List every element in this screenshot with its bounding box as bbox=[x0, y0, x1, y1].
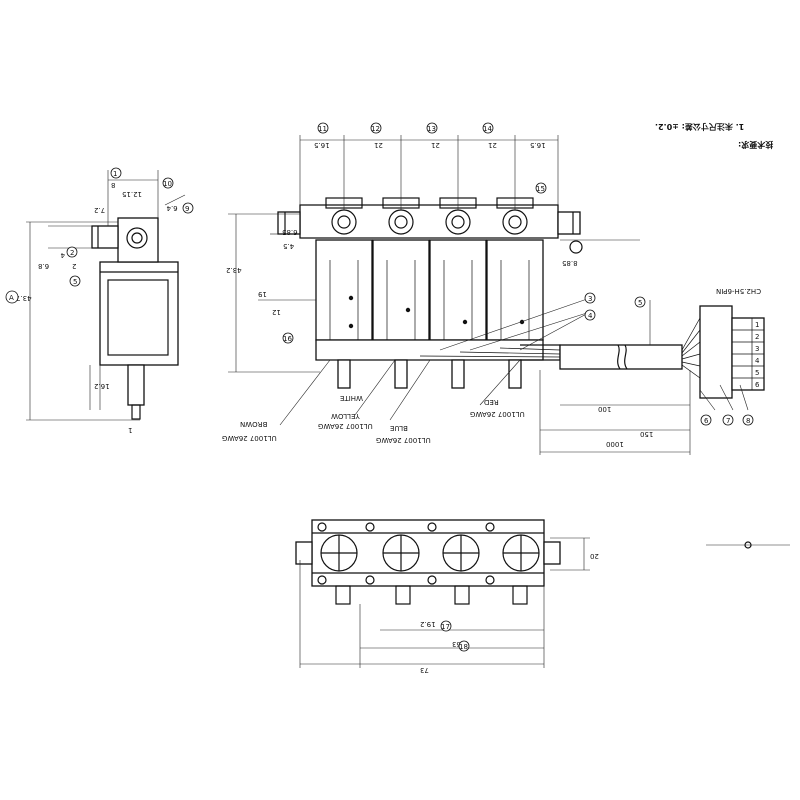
side-dim-4: 4 bbox=[60, 251, 65, 259]
side-dim-3: 6.4 bbox=[166, 204, 178, 212]
front-dim-6: 6.85 bbox=[282, 228, 298, 236]
side-dim-2: 7.2 bbox=[94, 206, 105, 214]
note-title: 技术要求: bbox=[738, 140, 773, 150]
side-coil-body bbox=[99, 261, 179, 366]
front-balloon-16: 16 bbox=[283, 335, 292, 343]
front-balloon-12: 12 bbox=[371, 125, 380, 133]
side-valve-head bbox=[117, 217, 159, 263]
centerline-mark bbox=[706, 541, 790, 549]
front-balloon-14: 14 bbox=[483, 125, 492, 133]
front-view: 1 2 3 4 5 6 CH2.5H-6PIN 16.5 21 21 21 16… bbox=[222, 122, 765, 455]
front-balloon-4: 4 bbox=[588, 312, 593, 320]
pin-label-4: 4 bbox=[755, 357, 760, 365]
front-dim-9: 12 bbox=[272, 308, 281, 316]
wire-color-blue: BLUE bbox=[390, 424, 408, 432]
front-dim-10: 8.85 bbox=[562, 259, 578, 267]
connector-housing bbox=[699, 305, 733, 399]
side-balloon-a: A bbox=[9, 294, 14, 302]
side-dim-9: 1 bbox=[128, 426, 132, 434]
side-dim-6: 6.8 bbox=[38, 262, 49, 270]
side-dim-8: 16.2 bbox=[94, 382, 110, 390]
front-dim-3: 21 bbox=[488, 141, 497, 149]
front-dim-8: 19 bbox=[258, 290, 267, 298]
side-balloon-2: 2 bbox=[70, 249, 74, 257]
wire-color-red: RED bbox=[484, 398, 499, 406]
bottom-dim-3: 20 bbox=[590, 552, 599, 560]
bottom-view: 19.2 63 73 20 17 18 bbox=[295, 519, 599, 674]
front-balloon-15: 15 bbox=[536, 185, 545, 193]
coil-4 bbox=[486, 239, 544, 341]
wire-fanout bbox=[681, 317, 701, 379]
bottom-ports bbox=[320, 534, 540, 572]
front-balloon-7: 7 bbox=[726, 417, 730, 425]
side-dim-0: 8 bbox=[111, 181, 115, 189]
side-dim-5: 43.7 bbox=[16, 294, 32, 302]
front-dim-12: 150 bbox=[640, 430, 653, 438]
wire-spec-4: UL1007 26AWG bbox=[470, 410, 525, 418]
bottom-balloon-18: 18 bbox=[459, 643, 468, 651]
front-dim-1: 21 bbox=[374, 141, 383, 149]
front-balloon-8: 8 bbox=[746, 417, 750, 425]
front-dim-7: 43.2 bbox=[226, 266, 242, 274]
front-balloon-3: 3 bbox=[588, 295, 592, 303]
front-dim-13: 1000 bbox=[606, 440, 624, 448]
front-dim-5: 4.5 bbox=[283, 242, 294, 250]
side-dim-1: 12.15 bbox=[122, 190, 142, 198]
pin-label-3: 3 bbox=[755, 345, 759, 353]
wire-color-yellow: YELLOW bbox=[331, 412, 361, 420]
connector-label: CH2.5H-6PIN bbox=[716, 287, 761, 295]
front-balloon-11: 11 bbox=[318, 125, 327, 133]
pin-label-6: 6 bbox=[755, 381, 760, 389]
bottom-dim-0: 19.2 bbox=[420, 620, 436, 628]
front-dim-2: 21 bbox=[431, 141, 440, 149]
front-dim-4: 16.5 bbox=[530, 141, 546, 149]
side-dim-7: 2 bbox=[72, 262, 76, 270]
pin-label-1: 1 bbox=[755, 321, 759, 329]
front-balloon-13: 13 bbox=[427, 125, 436, 133]
front-dim-11: 100 bbox=[598, 405, 611, 413]
bottom-dim-1: 63 bbox=[452, 640, 461, 648]
wire-spec-3: UL1007 26AWG bbox=[376, 436, 431, 444]
side-balloon-5: 5 bbox=[73, 278, 77, 286]
front-balloon-5: 5 bbox=[638, 299, 642, 307]
pin-label-2: 2 bbox=[755, 333, 759, 341]
side-balloon-9: 9 bbox=[185, 205, 189, 213]
coil-1 bbox=[315, 239, 373, 341]
wire-spec-1: UL1007 26AWG bbox=[222, 434, 277, 442]
pin-label-5: 5 bbox=[755, 369, 759, 377]
coil-3 bbox=[429, 239, 487, 341]
side-balloon-1: 1 bbox=[113, 170, 117, 178]
front-balloon-6: 6 bbox=[704, 417, 709, 425]
coil-2 bbox=[372, 239, 430, 341]
cable-sleeve bbox=[559, 344, 683, 370]
wire-color-brown: BROWN bbox=[240, 420, 267, 428]
side-balloon-10: 10 bbox=[163, 180, 172, 188]
note-tolerance: 1. 未注尺寸公差: ±0.2. bbox=[655, 122, 744, 132]
technical-notes: 1. 未注尺寸公差: ±0.2. 技术要求: bbox=[655, 122, 773, 150]
wire-color-white: WHITE bbox=[340, 394, 363, 402]
side-view: 8 12.15 7.2 6.4 4 43.7 6.8 2 16.2 1 1 9 … bbox=[5, 167, 194, 434]
bottom-dim-2: 73 bbox=[420, 666, 429, 674]
wire-spec-2: UL1007 26AWG bbox=[318, 422, 373, 430]
front-dim-0: 16.5 bbox=[314, 141, 330, 149]
bottom-balloon-17: 17 bbox=[441, 623, 450, 631]
